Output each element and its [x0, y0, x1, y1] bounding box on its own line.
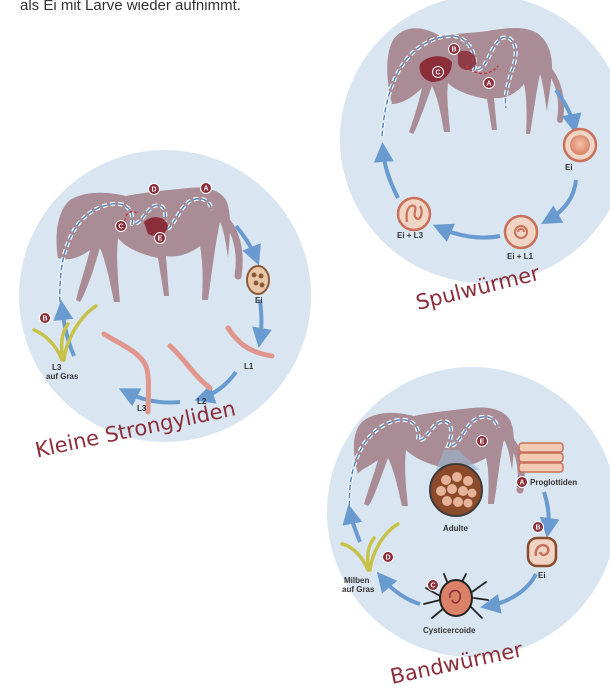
- marker-c: C: [433, 67, 444, 78]
- marker-e: E: [155, 233, 166, 244]
- svg-text:E: E: [158, 236, 163, 243]
- marker-b: B: [449, 44, 460, 55]
- ei-l1-icon: [505, 216, 537, 248]
- marker-b: B: [533, 522, 544, 533]
- svg-text:B: B: [535, 525, 540, 532]
- svg-text:A: A: [519, 480, 524, 487]
- marker-e: E: [477, 436, 488, 447]
- marker-c: C: [116, 221, 127, 232]
- svg-text:C: C: [430, 583, 435, 590]
- label-milben-2: auf Gras: [342, 585, 375, 594]
- label-l3-gras-1: L3: [52, 363, 62, 372]
- marker-a: A: [517, 477, 528, 488]
- svg-text:D: D: [151, 187, 156, 194]
- label-l1: L1: [244, 362, 254, 371]
- label-ei-l1: Ei + L1: [507, 252, 534, 261]
- proglottiden-icon: [519, 443, 563, 472]
- ei-icon: [247, 266, 269, 294]
- marker-d: D: [149, 184, 160, 195]
- svg-text:D: D: [385, 555, 390, 562]
- label-ei: Ei: [565, 163, 573, 172]
- svg-text:B: B: [42, 316, 47, 323]
- adulte-icon: [430, 464, 482, 516]
- svg-text:E: E: [480, 439, 485, 446]
- label-ei-l3: Ei + L3: [397, 231, 424, 240]
- marker-d: D: [383, 552, 394, 563]
- label-l3-gras-2: auf Gras: [46, 372, 79, 381]
- marker-b: B: [40, 313, 51, 324]
- strongyliden-cycle: A B C D E Ei L1 L2 L3 L3 auf Gras Kleine…: [19, 150, 311, 462]
- marker-a: A: [484, 78, 495, 89]
- spulwuermer-cycle: A B C Ei Ei + L1 Ei + L3 Spulwürmer: [340, 0, 610, 315]
- ei-icon: [564, 129, 596, 161]
- ei-l3-icon: [398, 198, 430, 230]
- ei-icon: [528, 538, 556, 566]
- marker-c: C: [428, 580, 439, 591]
- marker-a: A: [201, 183, 212, 194]
- label-milben-1: Milben: [344, 576, 369, 585]
- svg-text:C: C: [118, 224, 123, 231]
- svg-text:C: C: [435, 70, 440, 77]
- label-ei: Ei: [255, 296, 263, 305]
- label-ei: Ei: [538, 571, 546, 580]
- svg-text:B: B: [451, 47, 456, 54]
- label-adulte: Adulte: [443, 524, 468, 533]
- label-proglottiden: Proglottiden: [530, 478, 577, 487]
- svg-text:A: A: [203, 186, 208, 193]
- svg-text:A: A: [486, 81, 491, 88]
- label-cysticercoide: Cysticercoide: [423, 626, 476, 635]
- bandwuermer-cycle: E Adulte A Proglottiden B Ei: [327, 367, 610, 689]
- label-l3: L3: [137, 404, 147, 413]
